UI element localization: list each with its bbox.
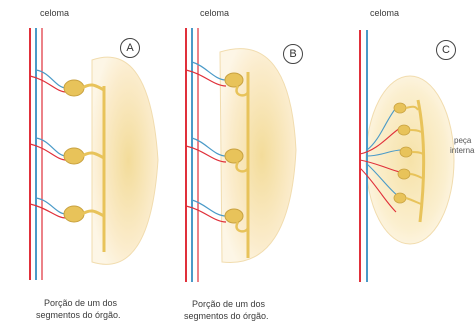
organ-body-c xyxy=(366,76,454,244)
panel-a xyxy=(30,28,158,280)
celoma-label-b: celoma xyxy=(200,8,229,18)
internal-part-label-line2: interna xyxy=(450,146,474,156)
caption-b-line1: Porção de um dos xyxy=(192,299,265,310)
caption-a-line2: segmentos do órgão. xyxy=(36,310,121,321)
caption-a-line1: Porção de um dos xyxy=(44,298,117,309)
panel-letter-b: B xyxy=(283,44,303,64)
panel-letter-a: A xyxy=(120,38,140,58)
panel-c xyxy=(360,30,454,282)
panel-letter-c: C xyxy=(436,40,456,60)
panel-b xyxy=(186,28,296,282)
celoma-label-c: celoma xyxy=(370,8,399,18)
caption-b-line2: segmentos do órgão. xyxy=(184,311,269,322)
internal-part-label-line1: peça xyxy=(454,136,471,146)
celoma-label-a: celoma xyxy=(40,8,69,18)
